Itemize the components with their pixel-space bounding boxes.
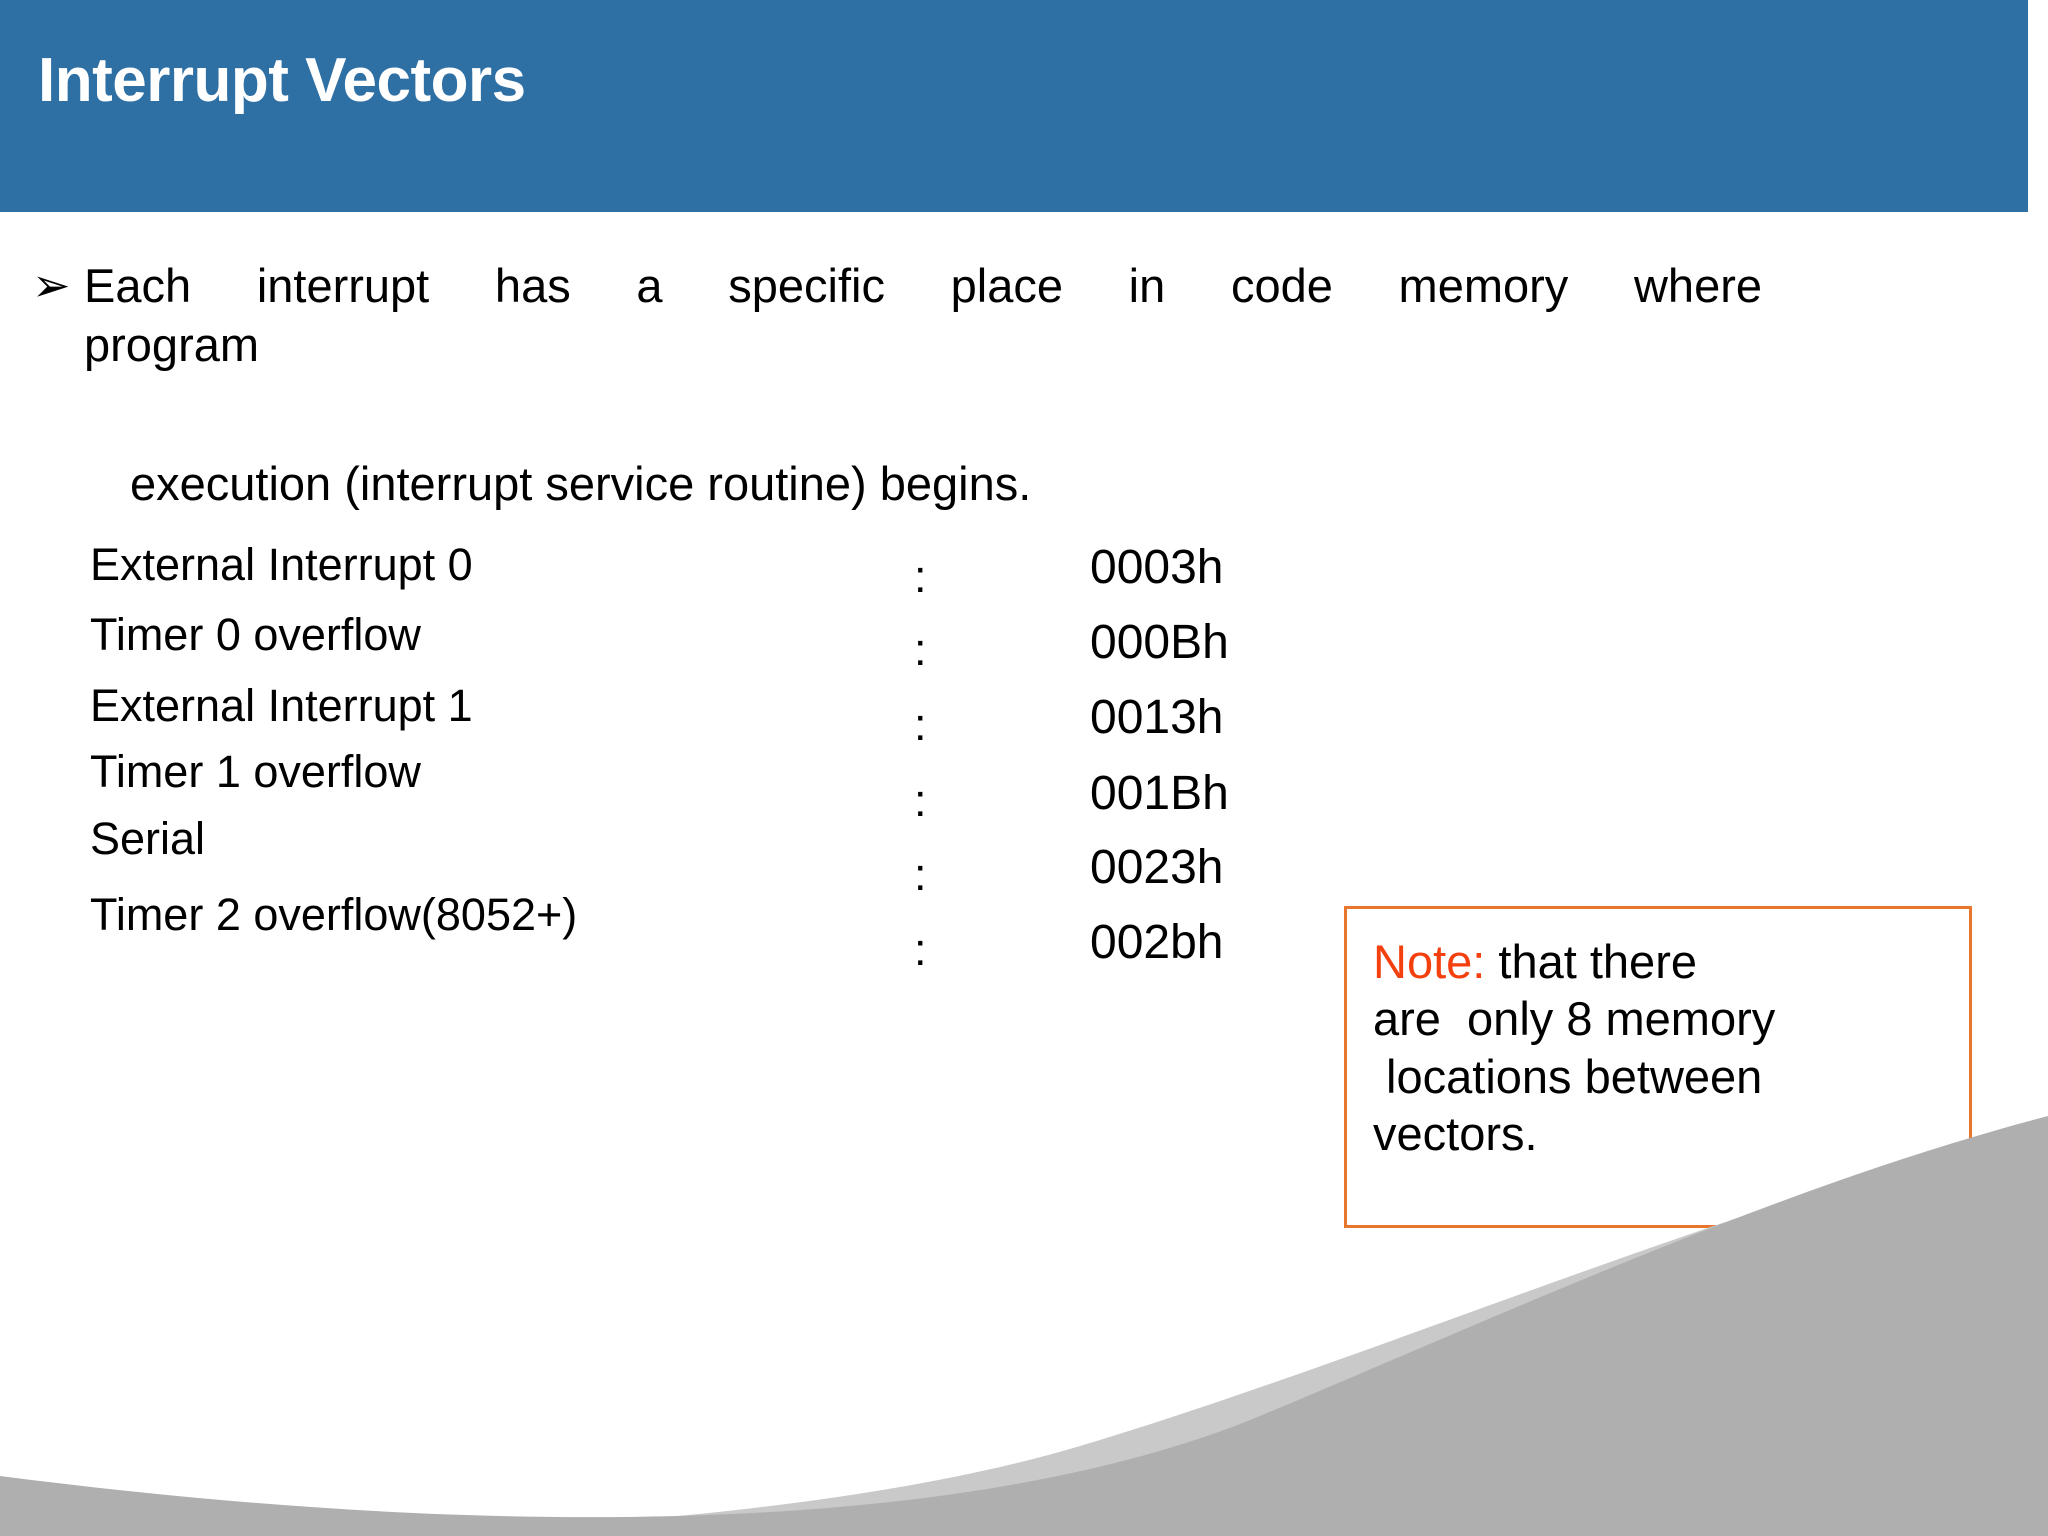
note-line-4: vectors. [1373, 1106, 1538, 1160]
bullet-paragraph: ➢ Each interrupt has a specific place in… [22, 257, 1922, 510]
note-line-2: are only 8 memory [1373, 992, 1776, 1046]
interrupt-name: Timer 0 overflow [90, 609, 421, 660]
bullet-lead-line: Each interrupt has a specific place in c… [84, 259, 1762, 312]
interrupt-name: Serial [90, 813, 206, 864]
interrupt-name: External Interrupt 0 [90, 539, 473, 590]
slide-body: ➢ Each interrupt has a specific place in… [0, 212, 2048, 1536]
vector-address: 001Bh [1090, 767, 1229, 820]
bullet-tail-line: program [84, 317, 260, 371]
arrow-bullet-icon: ➢ [32, 259, 71, 311]
vector-address: 002bh [1090, 916, 1224, 969]
separator-colon: : [914, 699, 927, 750]
separator-colon: : [914, 624, 927, 675]
separator-colon: : [914, 551, 927, 602]
interrupt-name: External Interrupt 1 [90, 680, 473, 731]
note-line-3: locations between [1373, 1049, 1763, 1103]
vector-address: 0013h [1090, 691, 1224, 744]
interrupt-name: Timer 2 overflow(8052+) [90, 889, 578, 940]
note-line-1-rest: that there [1485, 935, 1697, 988]
vector-address: 0023h [1090, 841, 1224, 894]
vector-address: 000Bh [1090, 616, 1229, 669]
bullet-row: ➢ Each interrupt has a specific place in… [22, 257, 1922, 375]
note-kicker-label: Note: [1373, 935, 1486, 988]
vector-address: 0003h [1090, 541, 1224, 594]
separator-colon: : [914, 924, 927, 975]
separator-colon: : [914, 849, 927, 900]
note-callout-box: Note: that there are only 8 memory locat… [1344, 906, 1972, 1228]
note-line-1: Note: that there [1373, 933, 1943, 990]
page-title: Interrupt Vectors [38, 46, 526, 115]
bullet-text: Each interrupt has a specific place in c… [84, 257, 1922, 375]
separator-colon: : [914, 775, 927, 826]
interrupt-name: Timer 1 overflow [90, 746, 421, 797]
title-banner: Interrupt Vectors [0, 0, 2028, 212]
bullet-sub-line: execution (interrupt service routine) be… [130, 457, 1032, 510]
